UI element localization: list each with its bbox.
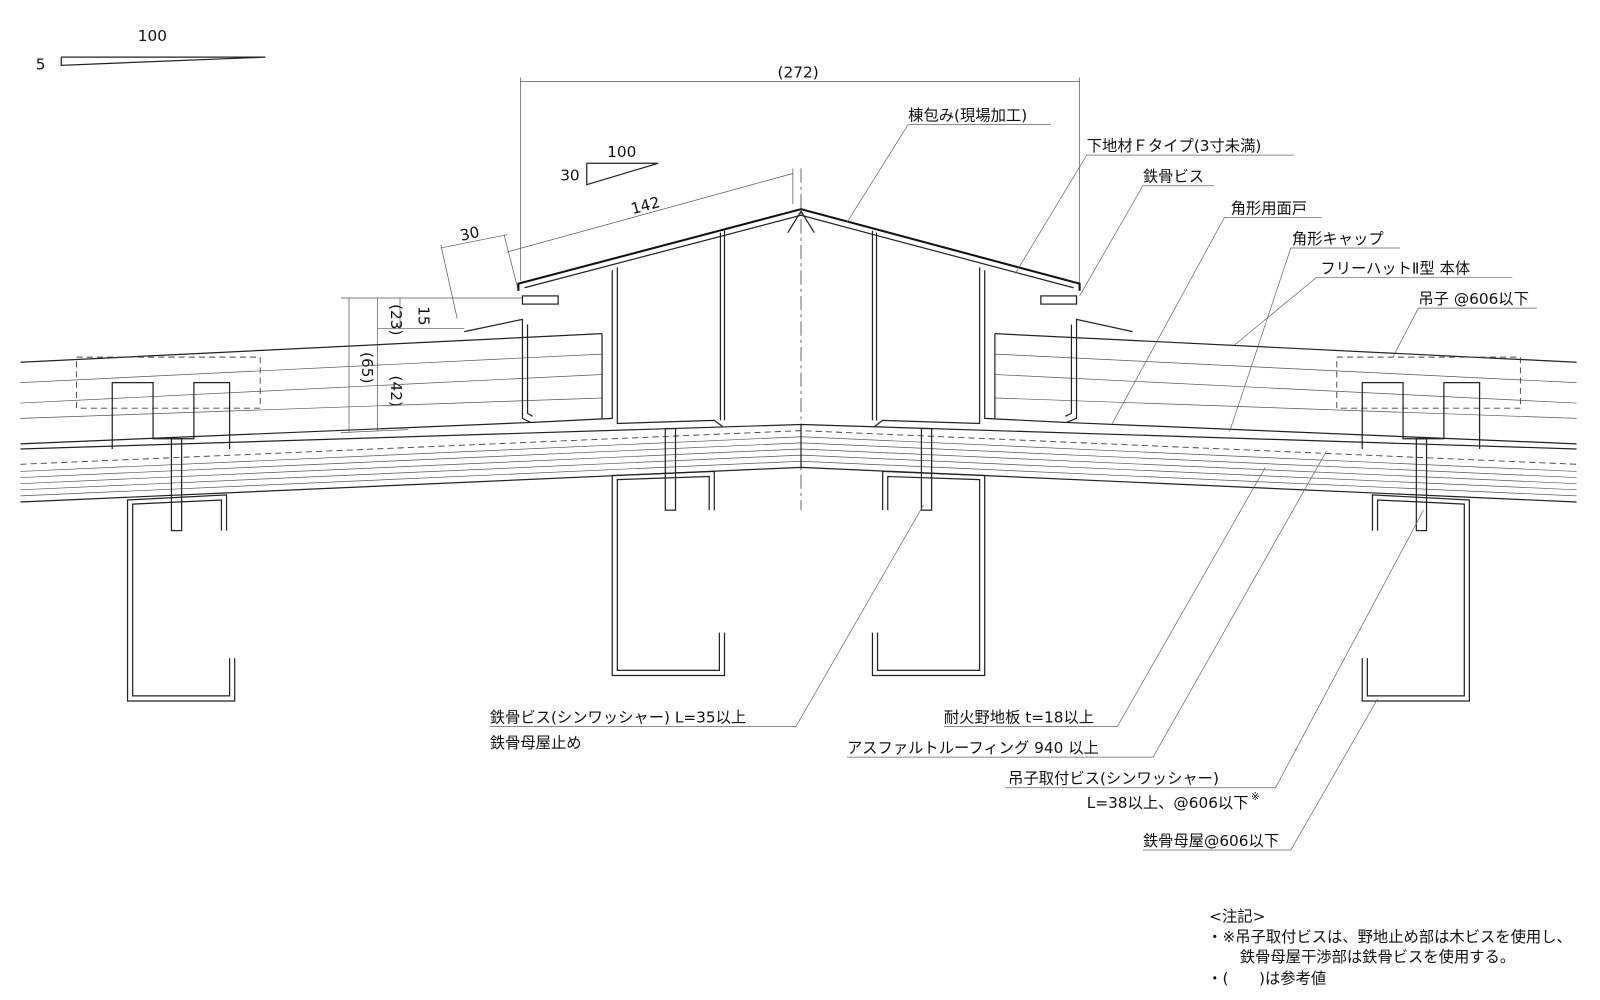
notes-line1: ・※吊子取付ビスは、野地止め部は木ビスを使用し、 bbox=[1207, 928, 1572, 946]
slope-run: 100 bbox=[138, 27, 167, 45]
svg-text:(23): (23) bbox=[387, 304, 405, 335]
slope-rise: 5 bbox=[36, 55, 46, 73]
label-steel-purlin: 鉄骨母屋@606以下 bbox=[1143, 832, 1279, 850]
label-asphalt-roofing: アスファルトルーフィング 940 以上 bbox=[847, 739, 1099, 757]
label-base-f-type: 下地材Ｆタイプ(3寸未満) bbox=[1087, 137, 1262, 155]
svg-text:(65): (65) bbox=[358, 352, 376, 383]
slope-marker-5-100: 100 5 bbox=[36, 27, 266, 73]
label-fireproof-board: 耐火野地板 t=18以上 bbox=[944, 708, 1094, 726]
label-square-cap: 角形キャップ bbox=[1292, 230, 1384, 248]
label-steel-screw: 鉄骨ビス bbox=[1143, 168, 1204, 186]
svg-text:15: 15 bbox=[414, 306, 432, 325]
dimension-slope: 142 30 bbox=[440, 168, 794, 319]
slope-rise: 30 bbox=[560, 167, 579, 185]
free-hat-body bbox=[20, 333, 1577, 445]
fireproof-board bbox=[20, 423, 1577, 503]
notes-line2: 鉄骨母屋干渉部は鉄骨ビスを使用する。 bbox=[1240, 948, 1515, 966]
svg-text:142: 142 bbox=[629, 193, 662, 218]
hangers bbox=[76, 356, 1521, 449]
dimension-272: (272) bbox=[520, 64, 1080, 286]
slope-marker-30-100: 100 30 bbox=[560, 143, 659, 186]
label-free-hat-body: フリーハットⅡ型 本体 bbox=[1320, 259, 1470, 277]
label-steel-screw-washer: 鉄骨ビス(シンワッシャー) L=35以上 bbox=[490, 708, 746, 726]
label-ridge-wrap: 棟包み(現場加工) bbox=[908, 106, 1027, 124]
notes: <注記> ・※吊子取付ビスは、野地止め部は木ビスを使用し、 鉄骨母屋干渉部は鉄骨… bbox=[1207, 907, 1572, 987]
leader-lines bbox=[489, 124, 1537, 851]
base-f-type bbox=[464, 230, 1133, 428]
label-hanger: 吊子 @606以下 bbox=[1418, 290, 1529, 308]
svg-text:(42): (42) bbox=[387, 376, 405, 407]
svg-text:30: 30 bbox=[458, 223, 481, 245]
dimension-vertical: 15 (23) (65) (42) bbox=[340, 297, 523, 434]
label-square-face-door: 角形用面戸 bbox=[1231, 199, 1307, 217]
slope-run: 100 bbox=[607, 143, 636, 161]
label-hanger-screw: 吊子取付ビス(シンワッシャー) bbox=[1008, 770, 1219, 788]
label-hanger-screw-spec: L=38以上、@606以下 bbox=[1087, 794, 1249, 812]
ridge-wrap bbox=[517, 208, 1081, 291]
notes-title: <注記> bbox=[1209, 907, 1265, 925]
steel-screws bbox=[170, 295, 1428, 532]
notes-line3: ・( )は参考値 bbox=[1207, 970, 1326, 988]
label-purlin-stop: 鉄骨母屋止め bbox=[490, 734, 582, 752]
steel-purlins bbox=[126, 470, 1470, 702]
svg-text:(272): (272) bbox=[778, 64, 819, 82]
label-hanger-screw-mark: ※ bbox=[1251, 792, 1260, 803]
